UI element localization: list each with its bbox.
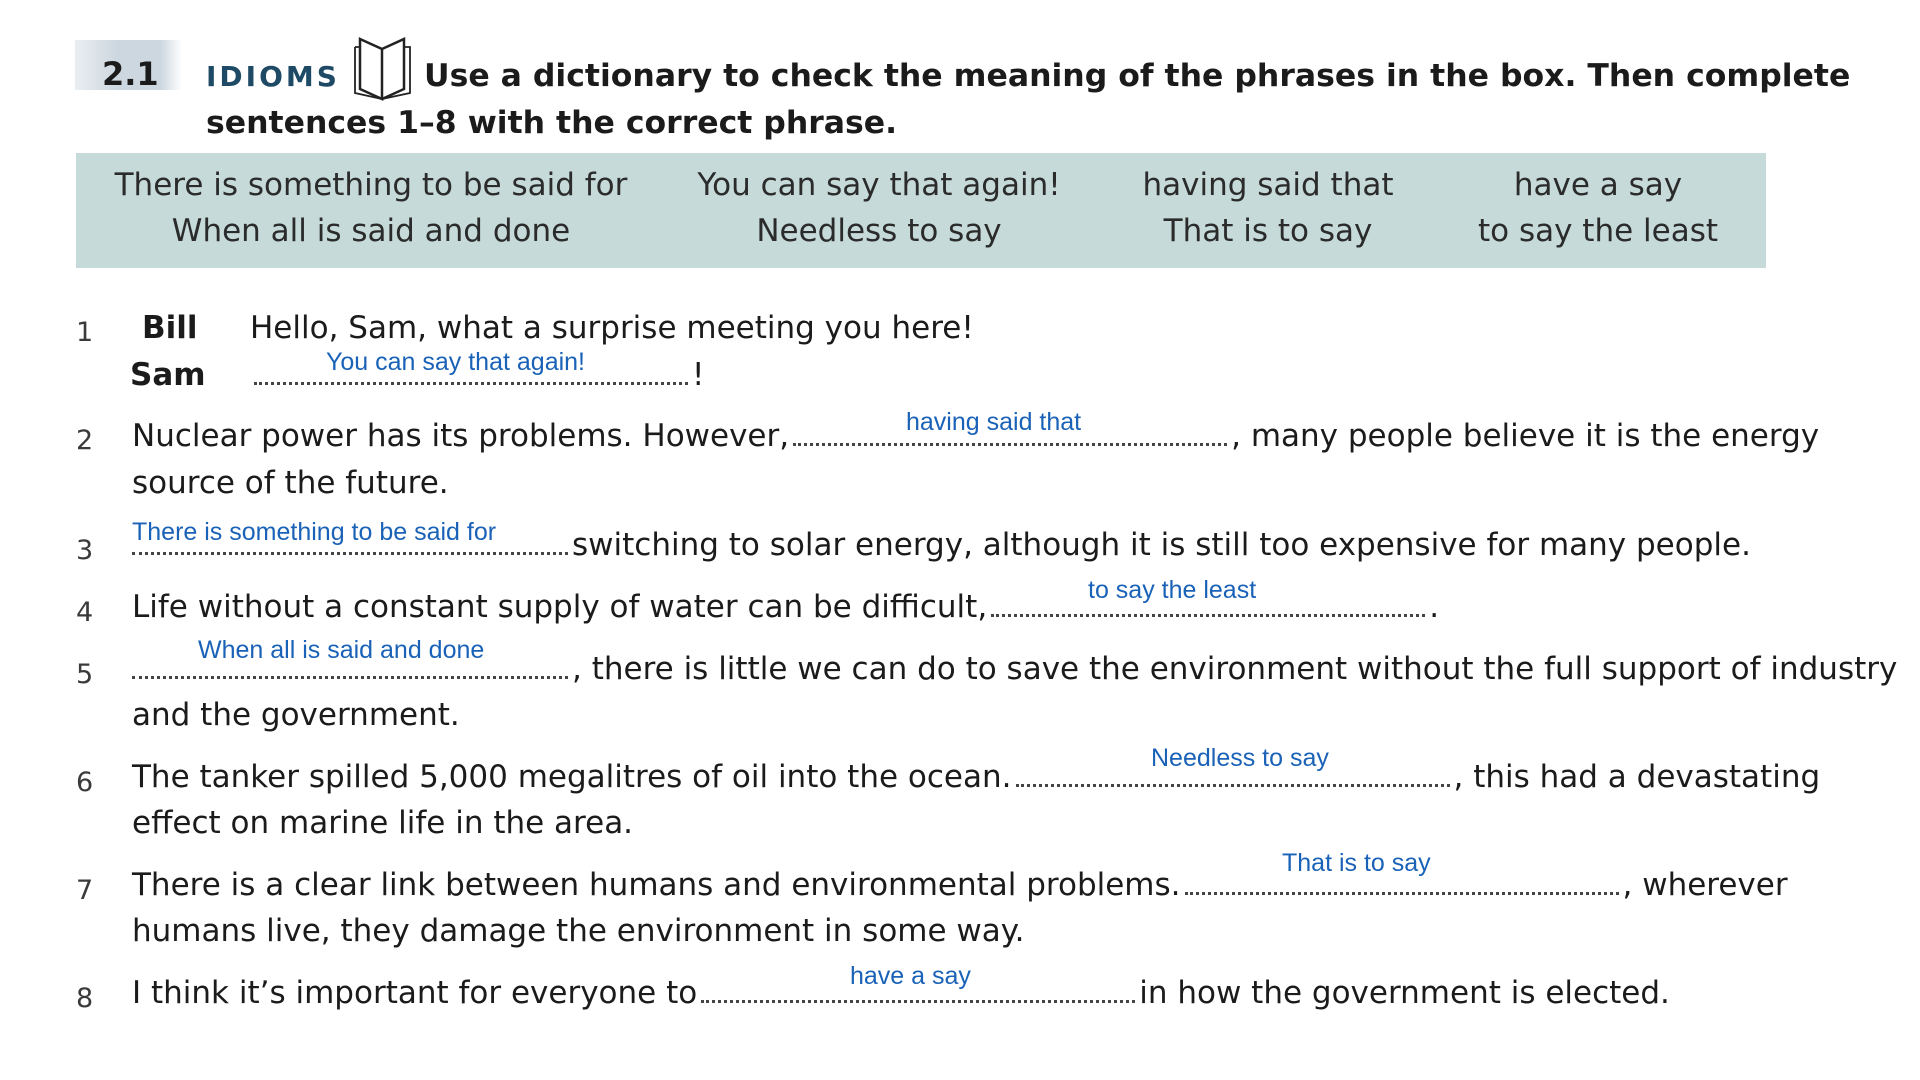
handwritten-answer: to say the least [1088, 576, 1257, 604]
item-number: 1 [76, 317, 94, 348]
sentence-line: The tanker spilled 5,000 megalitres of o… [132, 759, 1820, 795]
handwritten-answer: That is to say [1282, 849, 1431, 877]
phrase: You can say that again! [697, 167, 1061, 203]
phrase-box: There is something to be said for You ca… [76, 153, 1766, 268]
line-text: , wherever [1622, 867, 1788, 903]
answer-blank[interactable] [132, 551, 568, 555]
line-text: , there is little we can do to save the … [572, 651, 1898, 687]
phrase: have a say [1513, 167, 1683, 203]
exercise-number: 2.1 [102, 55, 159, 93]
item-number: 6 [76, 767, 94, 798]
line-text: ! [692, 357, 705, 393]
handwritten-answer: Needless to say [1151, 744, 1329, 772]
open-book-icon [354, 37, 411, 101]
sentence-line: Hello, Sam, what a surprise meeting you … [250, 310, 974, 346]
line-text: . [1429, 589, 1440, 625]
line-text: The tanker spilled 5,000 megalitres of o… [132, 759, 1012, 795]
line-text: Life without a constant supply of water … [132, 589, 988, 625]
instruction-text: Use a dictionary to check the meaning of… [206, 58, 1851, 141]
item-number: 5 [76, 659, 94, 690]
phrase: There is something to be said for [114, 167, 628, 203]
handwritten-answer: When all is said and done [198, 636, 485, 664]
item-number: 7 [76, 875, 94, 906]
line-text: , many people believe it is the energy [1231, 418, 1820, 454]
handwritten-answer: You can say that again! [326, 348, 585, 376]
answer-blank[interactable] [991, 613, 1426, 617]
answer-blank[interactable] [132, 675, 568, 679]
phrase: That is to say [1163, 213, 1373, 249]
line-text: in how the government is elected. [1139, 975, 1670, 1011]
item-number: 3 [76, 535, 94, 566]
sentence-line: There is a clear link between humans and… [132, 867, 1788, 903]
sentence-line: switching to solar energy, although it i… [132, 527, 1751, 563]
sentence-line: I think it’s important for everyone to in… [132, 975, 1670, 1011]
answer-blank[interactable] [793, 442, 1228, 446]
answer-blank[interactable] [1015, 783, 1450, 787]
item-number: 8 [76, 983, 94, 1014]
speaker-name: Bill [142, 310, 198, 346]
answer-blank[interactable] [701, 999, 1136, 1003]
item-number: 2 [76, 425, 94, 456]
answer-blank[interactable] [1184, 891, 1619, 895]
phrase: When all is said and done [171, 213, 571, 249]
item-number: 4 [76, 597, 94, 628]
line-text: , this had a devastating [1453, 759, 1821, 795]
sentence-line: ! [250, 357, 704, 393]
handwritten-answer: have a say [850, 962, 971, 990]
sentence-line: humans live, they damage the environment… [132, 913, 1025, 949]
exercise-tag: IDIOMS [206, 60, 340, 93]
exercise-number-tab [75, 40, 182, 90]
phrase: having said that [1142, 167, 1394, 203]
sentence-line: source of the future. [132, 465, 449, 501]
phrase: Needless to say [756, 213, 1002, 249]
answer-blank[interactable] [254, 381, 688, 385]
sentence-line: Life without a constant supply of water … [132, 589, 1439, 625]
line-text: There is a clear link between humans and… [132, 867, 1181, 903]
line-text: Nuclear power has its problems. However, [132, 418, 790, 454]
sentence-line: and the government. [132, 697, 460, 733]
line-text: switching to solar energy, although it i… [572, 527, 1751, 563]
sentence-line: , there is little we can do to save the … [132, 651, 1897, 687]
speaker-name: Sam [130, 357, 206, 393]
phrase: to say the least [1477, 213, 1719, 249]
line-text: I think it’s important for everyone to [132, 975, 698, 1011]
handwritten-answer: There is something to be said for [132, 518, 497, 546]
sentence-line: effect on marine life in the area. [132, 805, 634, 841]
handwritten-answer: having said that [906, 408, 1082, 436]
sentence-line: Nuclear power has its problems. However,… [132, 418, 1819, 454]
